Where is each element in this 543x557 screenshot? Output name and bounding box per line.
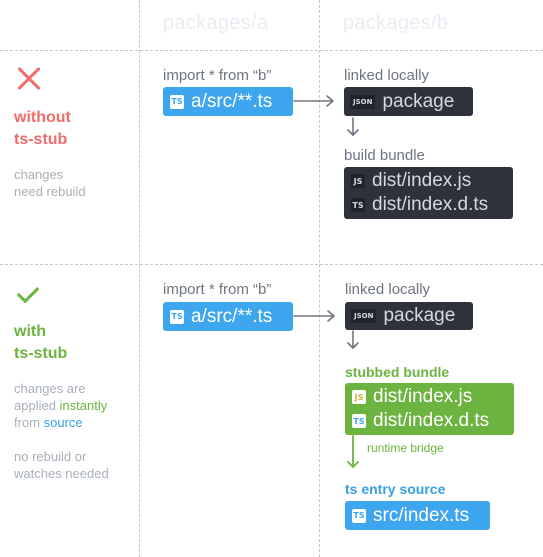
- row2-link-arrow: [293, 310, 335, 322]
- row1-link-arrow: [293, 95, 334, 107]
- runtime-bridge-arrow: [347, 435, 359, 468]
- desc-instantly: instantly: [59, 398, 108, 413]
- row1-description: changes need rebuild: [14, 166, 86, 200]
- row1-desc-line2: need rebuild: [14, 184, 86, 199]
- stub-file-row: JS dist/index.js: [352, 385, 472, 409]
- row1-bundle-box: JS dist/index.js TS dist/index.d.ts: [344, 167, 513, 219]
- bundle-file-row: JS dist/index.js: [351, 169, 471, 193]
- row2-entry-label: ts entry source: [345, 481, 446, 497]
- stub-file-row: TS dist/index.d.ts: [352, 409, 489, 433]
- row1-linked-label: linked locally: [344, 67, 430, 84]
- column-divider-2: [319, 0, 320, 557]
- row2-desc-line3: from source: [14, 414, 107, 431]
- row1-title: without ts-stub: [14, 107, 71, 151]
- row1-build-arrow: [347, 117, 359, 136]
- row2-import-text: import * from “b”: [163, 281, 272, 298]
- row2-stub-box: JS dist/index.js TS dist/index.d.ts: [345, 383, 514, 435]
- row2-source-file: a/src/**.ts: [191, 305, 273, 327]
- column-header-b: packages/b: [343, 12, 449, 34]
- row2-description: changes are applied instantly from sourc…: [14, 380, 107, 431]
- row2-entry-file: src/index.ts: [373, 504, 470, 526]
- javascript-icon: JS: [352, 390, 366, 404]
- row2-desc-line1: changes are: [14, 381, 86, 396]
- row2-stub-arrow: [347, 330, 359, 349]
- row2-package-text: package: [383, 305, 456, 326]
- desc-source: source: [43, 415, 83, 430]
- row2-linked-label: linked locally: [345, 281, 431, 298]
- row1-import-text: import * from “b”: [163, 67, 272, 84]
- row1-package-text: package: [382, 90, 455, 112]
- javascript-icon: JS: [351, 174, 365, 188]
- row-divider-1: [0, 50, 543, 51]
- row2-stub-label: stubbed bundle: [345, 364, 450, 380]
- row1-source-file: a/src/**.ts: [191, 90, 273, 112]
- json-icon: JSON: [351, 309, 377, 323]
- column-header-a: packages/a: [163, 12, 269, 34]
- row1-title-line2: ts-stub: [14, 131, 68, 148]
- stub-file-name: dist/index.d.ts: [373, 410, 490, 431]
- row2-title-line2: ts-stub: [14, 345, 68, 362]
- desc-text: applied: [14, 398, 60, 413]
- typescript-icon: TS: [352, 508, 366, 523]
- typescript-icon: TS: [352, 414, 366, 428]
- row1-package-box: JSON package: [344, 87, 473, 116]
- row2-desc-line2: applied instantly: [14, 397, 107, 414]
- row-divider-2: [0, 264, 543, 265]
- json-icon: JSON: [350, 94, 376, 109]
- row1-source-file-box: TS a/src/**.ts: [163, 87, 293, 116]
- desc-text: from: [14, 415, 44, 430]
- row1-desc-line1: changes: [14, 167, 64, 182]
- bundle-file-row: TS dist/index.d.ts: [351, 193, 488, 217]
- bundle-file-name: dist/index.js: [372, 170, 472, 191]
- row1-bundle-label: build bundle: [344, 147, 425, 164]
- row2-source-file-box: TS a/src/**.ts: [163, 302, 293, 331]
- row2-entry-file-box: TS src/index.ts: [345, 501, 490, 530]
- row2-title: with ts-stub: [14, 321, 67, 365]
- row2-package-box: JSON package: [345, 302, 473, 330]
- stub-file-name: dist/index.js: [373, 386, 473, 407]
- row2-title-line1: with: [14, 323, 46, 340]
- row1-title-line1: without: [14, 109, 71, 126]
- typescript-icon: TS: [351, 198, 365, 212]
- row2-desc2-line2: watches needed: [14, 466, 109, 481]
- bundle-file-name: dist/index.d.ts: [372, 194, 489, 215]
- typescript-icon: TS: [170, 309, 184, 324]
- row2-description-2: no rebuild or watches needed: [14, 448, 109, 482]
- row2-desc2-line1: no rebuild or: [14, 449, 87, 464]
- typescript-icon: TS: [170, 94, 184, 109]
- column-divider-1: [139, 0, 140, 557]
- runtime-bridge-label: runtime bridge: [367, 441, 444, 455]
